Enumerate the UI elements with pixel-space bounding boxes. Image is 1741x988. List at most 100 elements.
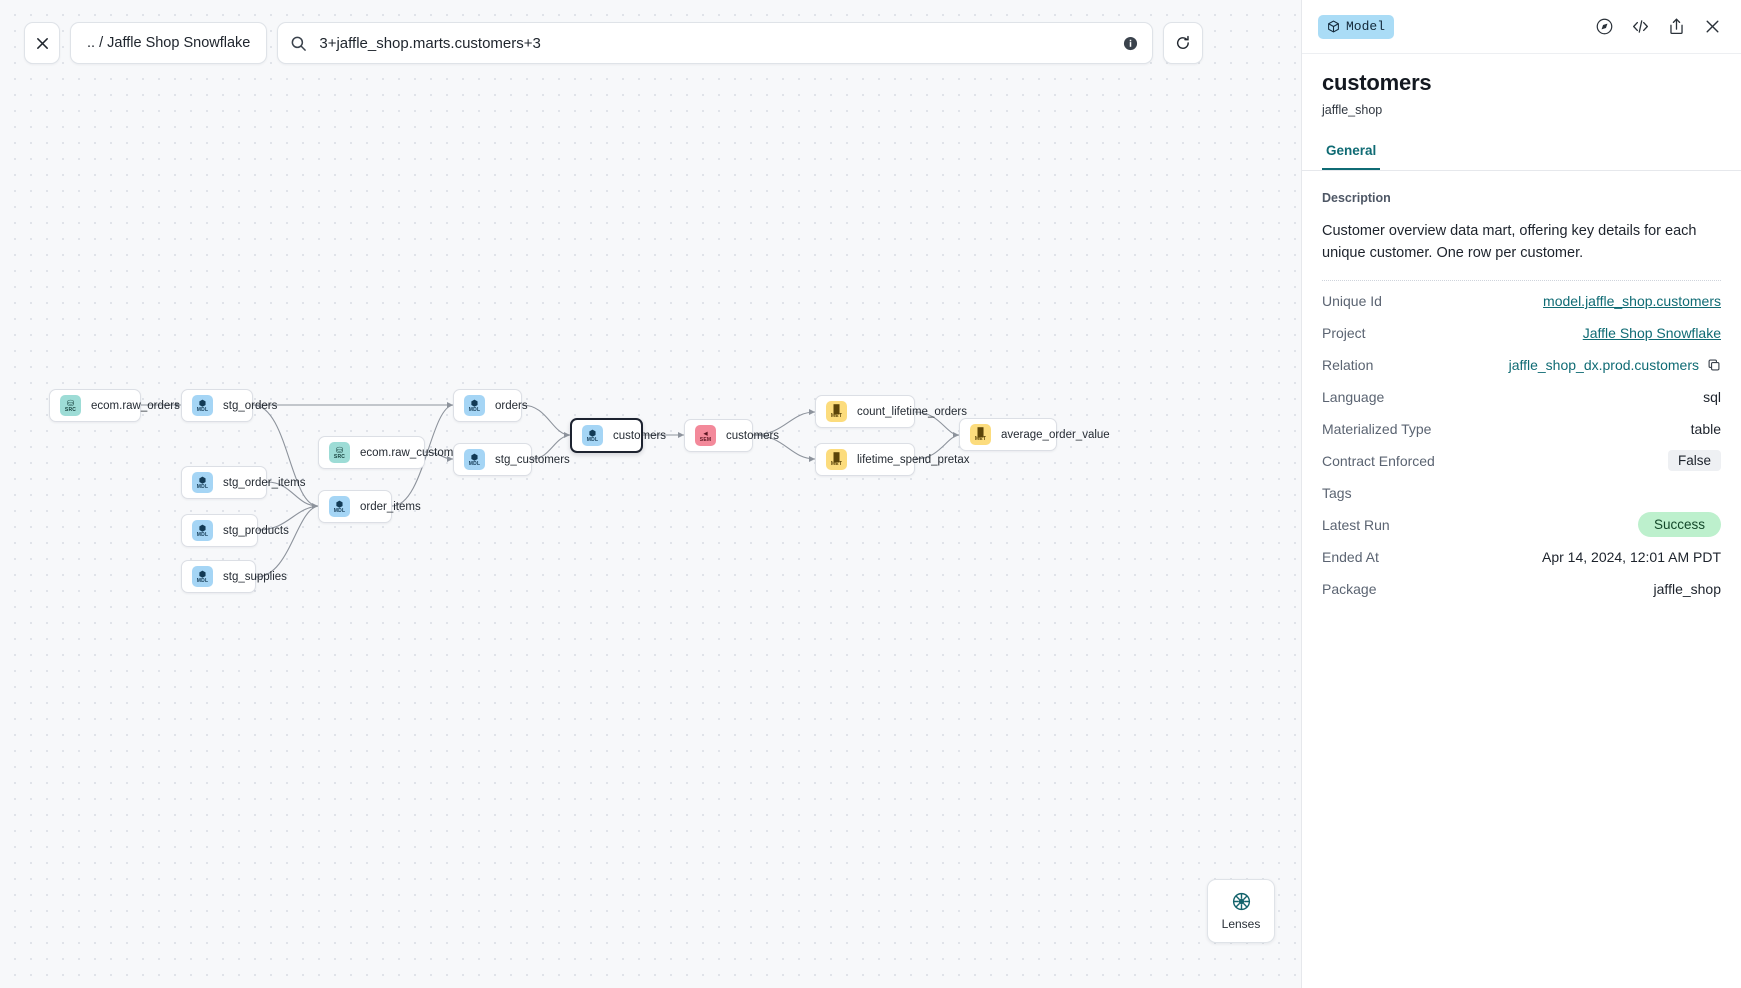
close-panel-button[interactable]	[1699, 14, 1725, 40]
share-button[interactable]	[1663, 14, 1689, 40]
node-label: orders	[495, 399, 528, 412]
field-key: Tags	[1322, 484, 1352, 501]
panel-toolbar: Model	[1302, 0, 1741, 54]
value-text: jaffle_shop_dx.prod.customers	[1508, 356, 1699, 373]
description-text: Customer overview data mart, offering ke…	[1322, 223, 1697, 262]
details-panel: Model	[1301, 0, 1741, 988]
badge-glyph: ⛁	[66, 397, 75, 408]
badge-glyph: ⬢	[470, 397, 479, 408]
graph-node-order_items[interactable]: ⬢MDL order_items	[318, 490, 421, 523]
page-subtitle: jaffle_shop	[1322, 103, 1383, 117]
badge-abbr: MDL	[586, 436, 599, 443]
canvas-toolbar: .. / Jaffle Shop Snowflake 3+jaffle_shop…	[24, 22, 1204, 64]
badge-abbr: MDL	[333, 507, 346, 514]
field-value[interactable]: Jaffle Shop Snowflake	[1583, 325, 1721, 341]
refresh-button[interactable]	[1163, 22, 1204, 64]
node-label: stg_orders	[223, 399, 278, 412]
node-label: ecom.raw_orders	[91, 399, 180, 412]
node-label: order_items	[360, 500, 421, 513]
graph-node-orders[interactable]: ⬢MDL orders	[453, 389, 528, 422]
field-value[interactable]: jaffle_shop_dx.prod.customers	[1509, 357, 1721, 373]
node-type-chip[interactable]: Model	[1318, 14, 1395, 39]
lenses-label: Lenses	[1221, 917, 1261, 931]
close-lineage-button[interactable]	[24, 22, 60, 64]
field-key: Contract Enforced	[1322, 452, 1435, 469]
field-key: Project	[1322, 324, 1366, 341]
status-badge: Success	[1637, 512, 1721, 538]
copy-icon[interactable]	[1707, 358, 1721, 372]
value-text: model.jaffle_shop.customers	[1543, 292, 1721, 309]
badge-glyph: ⬢	[198, 568, 207, 579]
explore-button[interactable]	[1591, 14, 1617, 40]
badge-abbr: MDL	[468, 406, 481, 413]
search-input[interactable]: 3+jaffle_shop.marts.customers+3	[319, 34, 541, 52]
value-text: sql	[1703, 388, 1721, 405]
graph-node-stg_supplies[interactable]: ⬢MDL stg_supplies	[181, 560, 287, 593]
refresh-icon	[1177, 35, 1190, 49]
badge-glyph: █	[977, 426, 984, 437]
graph-node-ecom_raw_orders[interactable]: ⛁SRC ecom.raw_orders	[49, 389, 180, 422]
node-type-badge-mdl-icon: ⬢MDL	[192, 566, 213, 587]
badge-abbr: MDL	[196, 406, 209, 413]
tab-general[interactable]: General	[1322, 143, 1381, 170]
field-value: table	[1691, 421, 1721, 437]
badge-abbr: MDL	[196, 483, 209, 490]
badge-abbr: MET	[974, 435, 987, 442]
field-key: Materialized Type	[1322, 420, 1432, 437]
badge-glyph: █	[833, 451, 840, 462]
value-text: jaffle_shop	[1653, 580, 1721, 597]
value-pill: False	[1667, 450, 1721, 472]
node-type-badge-src-icon: ⛁SRC	[329, 442, 350, 463]
field-key: Ended At	[1322, 548, 1379, 565]
search-icon	[291, 36, 307, 51]
value-text: Jaffle Shop Snowflake	[1582, 324, 1721, 341]
field-value: Success	[1637, 512, 1721, 538]
compass-icon	[1596, 18, 1612, 35]
node-label: stg_order_items	[223, 476, 306, 489]
close-icon	[1706, 20, 1718, 33]
code-icon	[1632, 20, 1648, 33]
badge-glyph: ⬢	[335, 498, 344, 509]
field-value: False	[1667, 450, 1721, 472]
node-type-badge-mdl-icon: ⬢MDL	[582, 425, 603, 446]
panel-tabs: General	[1302, 143, 1741, 171]
code-button[interactable]	[1627, 14, 1653, 40]
lineage-canvas[interactable]: .. / Jaffle Shop Snowflake 3+jaffle_shop…	[0, 0, 1301, 988]
node-label: customers	[613, 429, 667, 442]
page-title: customers	[1322, 70, 1432, 95]
field-value: jaffle_shop	[1654, 581, 1721, 597]
lenses-button[interactable]: Lenses	[1207, 879, 1275, 943]
badge-glyph: ⬢	[470, 451, 479, 462]
node-label: stg_supplies	[223, 570, 287, 583]
node-type-badge-mdl-icon: ⬢MDL	[464, 395, 485, 416]
badge-glyph: ⬢	[588, 427, 597, 438]
breadcrumb-button[interactable]: .. / Jaffle Shop Snowflake	[70, 22, 268, 64]
field-row: Project Jaffle Shop Snowflake	[1322, 317, 1721, 349]
badge-glyph: ⬢	[198, 474, 207, 485]
field-value[interactable]: model.jaffle_shop.customers	[1543, 293, 1721, 309]
graph-node-customers_model[interactable]: ⬢MDL customers	[570, 418, 666, 453]
badge-abbr: MDL	[468, 460, 481, 467]
lineage-search-box[interactable]: 3+jaffle_shop.marts.customers+3	[277, 22, 1154, 64]
node-type-badge-met-icon: █MET	[826, 401, 847, 422]
close-icon	[36, 37, 48, 49]
badge-abbr: SRC	[64, 406, 77, 413]
graph-node-stg_order_items[interactable]: ⬢MDL stg_order_items	[181, 466, 305, 499]
info-icon[interactable]	[1123, 36, 1138, 51]
node-type-badge-met-icon: █MET	[826, 449, 847, 470]
